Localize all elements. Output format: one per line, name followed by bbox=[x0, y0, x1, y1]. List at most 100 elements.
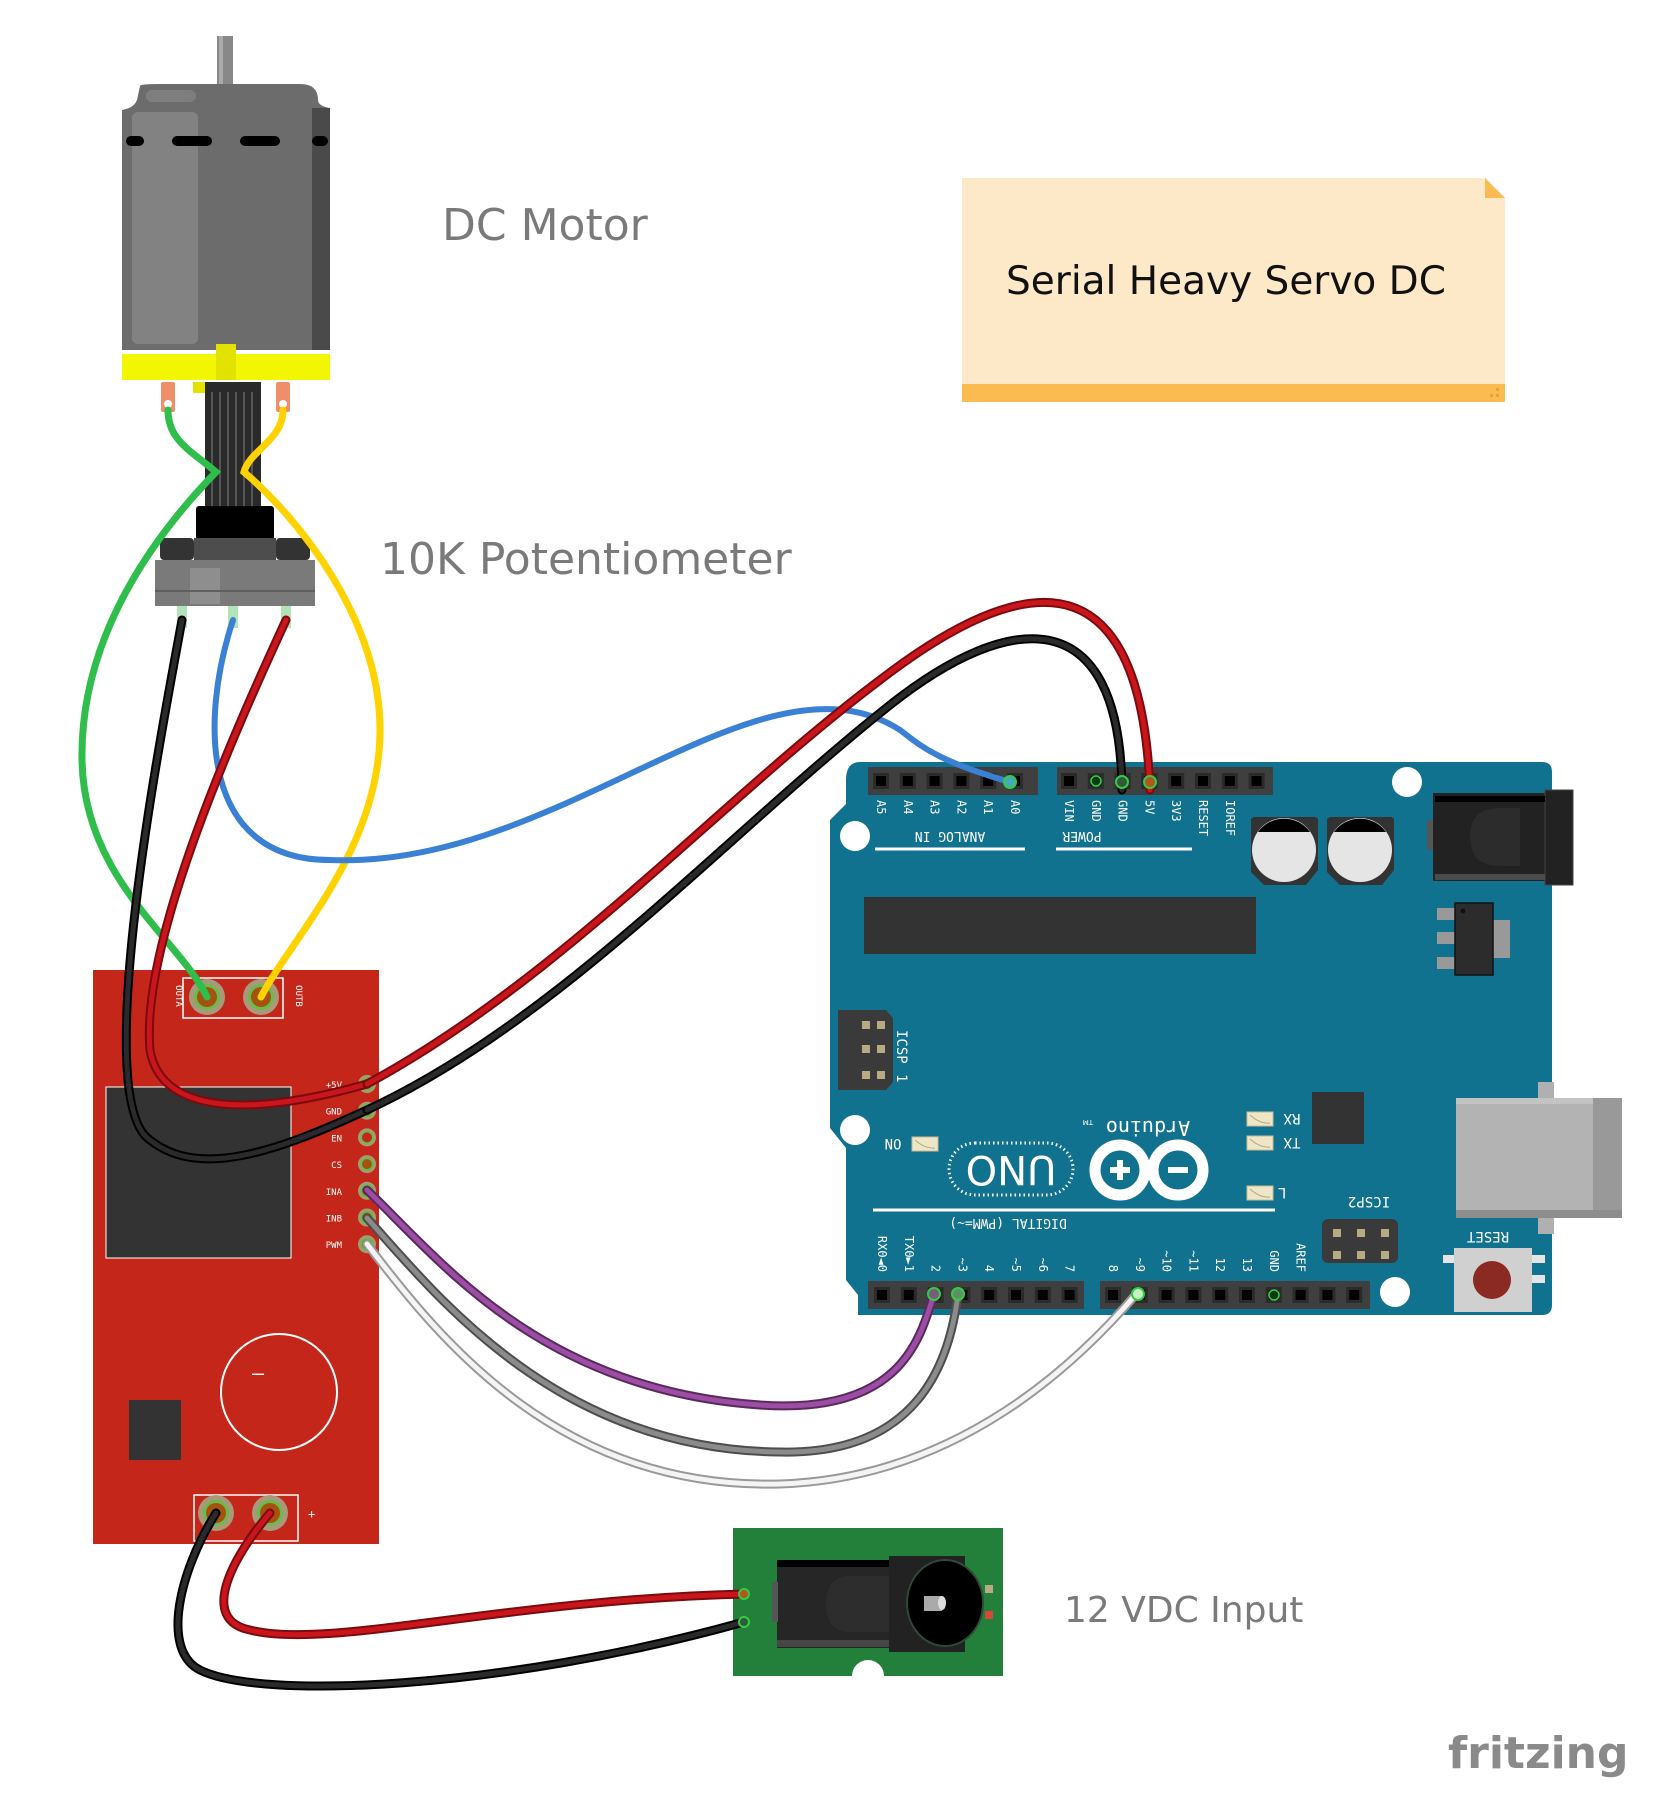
led-l bbox=[1246, 1185, 1274, 1201]
note-bottom-bar bbox=[962, 384, 1505, 402]
analog-header-pin[interactable] bbox=[873, 773, 889, 789]
pot-nut bbox=[196, 506, 274, 540]
wire-endpoints bbox=[738, 775, 1157, 1628]
analog-header-pin[interactable] bbox=[899, 773, 916, 789]
driver-capacitor-minus: – bbox=[252, 1361, 265, 1385]
digital-header-pin[interactable] bbox=[1105, 1287, 1121, 1303]
driver-pin-cs[interactable] bbox=[358, 1155, 376, 1174]
digital-pin-label: ~10 bbox=[1160, 1250, 1174, 1272]
wire-black-pot-gnd[interactable] bbox=[123, 617, 370, 1162]
digital-header-pin[interactable] bbox=[1008, 1287, 1024, 1303]
capacitor bbox=[1251, 817, 1318, 885]
dc-motor-label: DC Motor bbox=[442, 200, 649, 251]
digital-header-pin[interactable] bbox=[1061, 1287, 1078, 1303]
digital-header-pin[interactable] bbox=[1319, 1287, 1336, 1303]
power-jack-board[interactable] bbox=[733, 1528, 1003, 1692]
motor-terminal-1[interactable] bbox=[161, 382, 175, 412]
pot-shaft-knurl bbox=[211, 392, 253, 506]
power-jack-led-pad bbox=[985, 1585, 993, 1593]
arduino-logo: UNO Arduino TM bbox=[947, 1116, 1209, 1201]
wire-gray-inb-d3[interactable] bbox=[364, 1215, 961, 1455]
pot-body-highlight bbox=[190, 568, 220, 604]
digital-header-pin[interactable] bbox=[1034, 1287, 1051, 1303]
digital-header-pin[interactable] bbox=[1158, 1287, 1175, 1303]
digital-pin-label: 13 bbox=[1240, 1258, 1254, 1272]
power-header-pin[interactable] bbox=[1221, 773, 1238, 789]
led-label: RX bbox=[1283, 1110, 1300, 1126]
digital-header-pin[interactable] bbox=[1239, 1287, 1255, 1303]
wire-green-motor-outa[interactable] bbox=[78, 406, 222, 1001]
power-pin-label: RESET bbox=[1196, 800, 1210, 836]
potentiometer[interactable] bbox=[155, 382, 315, 628]
power-pin-label: 5V bbox=[1142, 800, 1156, 814]
arduino-dc-jack[interactable] bbox=[1427, 789, 1574, 886]
voltage-regulator bbox=[1437, 902, 1510, 976]
driver-pin-label: INB bbox=[326, 1215, 342, 1225]
icsp-header[interactable] bbox=[838, 1010, 893, 1090]
driver-pin-label: CS bbox=[331, 1161, 342, 1171]
power-header-pin[interactable] bbox=[1195, 773, 1211, 789]
capacitor bbox=[1327, 817, 1394, 885]
gnd-pin-highlight bbox=[1268, 1289, 1280, 1301]
digital-header-pin[interactable] bbox=[1185, 1287, 1202, 1303]
power-header-pin[interactable] bbox=[1248, 773, 1265, 789]
analog-pin-label: A5 bbox=[874, 800, 888, 814]
pot-collar bbox=[194, 538, 276, 562]
driver-output-outline bbox=[182, 977, 284, 1019]
motor-top-highlight bbox=[146, 90, 196, 102]
usb-interface-chip bbox=[1312, 1092, 1364, 1144]
wire-red-power-plus[interactable] bbox=[221, 1510, 747, 1638]
digital-pin-label: ~11 bbox=[1186, 1250, 1200, 1272]
driver-pin-en[interactable] bbox=[358, 1128, 376, 1147]
digital-header-pin[interactable] bbox=[1346, 1287, 1363, 1303]
wire-red-pot-5v[interactable] bbox=[146, 617, 370, 1108]
icsp-label: ICSP bbox=[893, 1030, 909, 1064]
driver-regulator bbox=[129, 1400, 181, 1460]
power-header-pin[interactable] bbox=[1061, 773, 1077, 789]
analog-pin-label: A4 bbox=[901, 800, 915, 814]
digital-header-pin[interactable] bbox=[874, 1287, 890, 1303]
icsp2-header[interactable] bbox=[1322, 1219, 1398, 1263]
wire-red-driver-arduino-5v[interactable] bbox=[364, 599, 1153, 1087]
digital-header-pin[interactable] bbox=[900, 1287, 917, 1303]
motor-terminal-2[interactable] bbox=[276, 382, 290, 412]
reset-label: RESET bbox=[1466, 1228, 1509, 1244]
microcontroller-chip bbox=[864, 897, 1256, 954]
wire-black-power-gnd[interactable] bbox=[175, 1510, 747, 1689]
wire-white-pwm-d9[interactable] bbox=[364, 1241, 1141, 1487]
wire-black-driver-arduino-gnd[interactable] bbox=[364, 636, 1125, 1113]
digital-pin-label: 8 bbox=[1106, 1265, 1120, 1272]
analog-pin-label: A1 bbox=[981, 800, 995, 814]
led-label: ON bbox=[885, 1135, 902, 1151]
power-jack-notch bbox=[852, 1660, 884, 1692]
digital-header-pin[interactable] bbox=[1292, 1287, 1309, 1303]
digital-pin-label: 12 bbox=[1213, 1258, 1227, 1272]
gnd-pin-highlight bbox=[1090, 775, 1102, 787]
wire-yellow-motor-outb[interactable] bbox=[240, 406, 384, 1001]
usb-port[interactable] bbox=[1456, 1082, 1622, 1234]
power-header-pin[interactable] bbox=[1168, 773, 1185, 789]
dc-motor[interactable] bbox=[122, 36, 330, 412]
mounting-hole bbox=[840, 1115, 870, 1145]
uno-text: UNO bbox=[966, 1146, 1057, 1192]
wire-purple-ina-d2[interactable] bbox=[364, 1187, 937, 1409]
digital-pin-label: 4 bbox=[982, 1265, 996, 1272]
reset-button[interactable] bbox=[1443, 1248, 1545, 1312]
motor-vent-slots bbox=[126, 136, 328, 146]
analog-header-pin[interactable] bbox=[953, 773, 970, 789]
digital-header-pin[interactable] bbox=[981, 1287, 998, 1303]
arduino-infinity-icon bbox=[1089, 1139, 1209, 1201]
note[interactable]: Serial Heavy Servo DC bbox=[962, 178, 1505, 402]
analog-header-pin[interactable] bbox=[926, 773, 943, 789]
digital-label: DIGITAL (PWM=~) bbox=[949, 1215, 1066, 1230]
mounting-hole bbox=[1392, 767, 1422, 797]
power-pin-label: VIN bbox=[1062, 800, 1076, 822]
note-resize-grip-icon[interactable] bbox=[1490, 388, 1499, 397]
mounting-hole bbox=[840, 821, 870, 851]
trademark-text: TM bbox=[1083, 1118, 1094, 1126]
digital-pin-label: RX0◄0 bbox=[875, 1236, 889, 1272]
digital-header-pin[interactable] bbox=[1212, 1287, 1229, 1303]
